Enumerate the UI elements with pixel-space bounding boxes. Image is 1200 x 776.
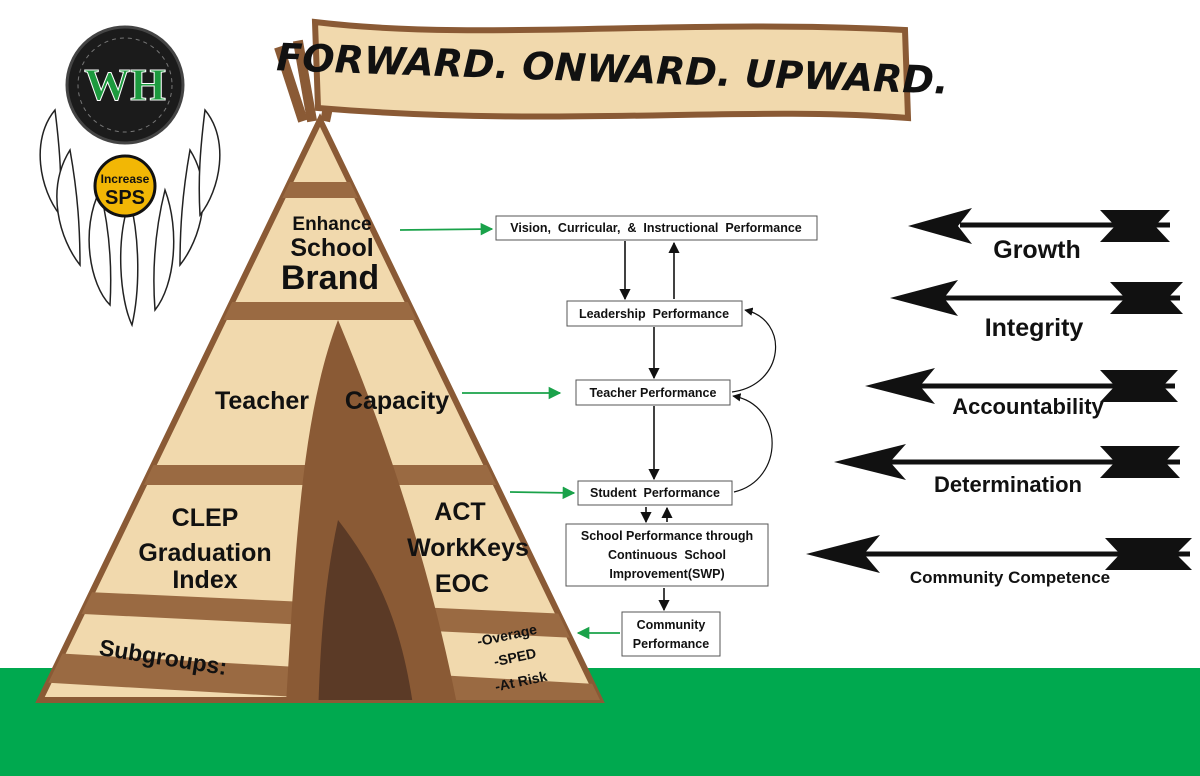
arrowhead-icon — [865, 368, 935, 404]
box-community-line2: Performance — [633, 637, 709, 651]
badge-line1: Increase — [101, 172, 150, 186]
value-integrity: Integrity — [985, 314, 1084, 342]
box-vision-label: Vision, Curricular, & Instructional Perf… — [510, 221, 802, 235]
flow-chart: Vision, Curricular, & Instructional Perf… — [399, 215, 818, 657]
top-line1: Enhance — [292, 214, 371, 235]
box-student-label: Student Performance — [590, 486, 720, 500]
value-accountability: Accountability — [952, 394, 1104, 419]
box-teacher: Teacher Performance — [575, 379, 731, 406]
box-school-line2: Continuous School — [608, 548, 726, 562]
value-community-competence: Community Competence — [910, 568, 1110, 587]
low-left-2: Graduation — [138, 539, 271, 567]
arrowhead-icon — [806, 535, 880, 573]
top-line3: Brand — [281, 259, 379, 297]
mid-right: Capacity — [345, 387, 449, 415]
arrow-community-competence: Community Competence — [806, 535, 1192, 587]
arrow-growth: Growth — [908, 208, 1170, 264]
box-teacher-label: Teacher Performance — [590, 386, 717, 400]
low-right-3: EOC — [435, 570, 489, 598]
fletching-icon — [1100, 210, 1170, 242]
top-line2: School — [290, 234, 373, 262]
fletching-icon — [1100, 370, 1178, 402]
box-leadership: Leadership Performance — [566, 300, 743, 327]
box-community-line1: Community — [637, 618, 706, 632]
value-arrows: Growth Integrity Accountability Determin… — [806, 208, 1192, 587]
feather-icon — [39, 108, 221, 328]
low-left-1: CLEP — [172, 504, 239, 532]
logo-dreamcatcher: WH Increase SPS — [39, 25, 221, 328]
box-community: Community Performance — [621, 611, 721, 657]
box-school-line3: Improvement(SWP) — [609, 567, 724, 581]
value-growth: Growth — [993, 236, 1081, 264]
curve-student-to-teacher — [732, 393, 773, 493]
arrowhead-icon — [908, 208, 972, 244]
box-school: School Performance through Continuous Sc… — [565, 523, 769, 587]
low-right-1: ACT — [434, 498, 485, 526]
banner-ribbon — [311, 18, 912, 122]
fletching-icon — [1100, 446, 1180, 478]
arrow-determination: Determination — [834, 444, 1180, 497]
box-student: Student Performance — [577, 480, 733, 506]
low-left-3: Index — [172, 566, 237, 594]
green-arrow-tests — [509, 486, 576, 500]
badge-line2: SPS — [105, 187, 145, 209]
green-arrow-brand — [399, 222, 494, 236]
sps-badge — [93, 154, 157, 218]
low-right-2: WorkKeys — [407, 534, 529, 562]
logo-letters: WH — [84, 59, 166, 110]
banner: FORWARD. ONWARD. UPWARD. — [274, 18, 949, 123]
box-school-line1: School Performance through — [581, 529, 753, 543]
box-vision: Vision, Curricular, & Instructional Perf… — [495, 215, 818, 241]
fletching-icon — [1110, 282, 1183, 314]
arrow-integrity: Integrity — [890, 280, 1183, 342]
mid-left: Teacher — [215, 387, 309, 415]
arrowhead-icon — [890, 280, 958, 316]
fletching-icon — [1105, 538, 1192, 570]
arrow-accountability: Accountability — [865, 368, 1178, 419]
box-leadership-label: Leadership Performance — [579, 307, 729, 321]
curve-teacher-to-leadership — [731, 307, 777, 393]
value-determination: Determination — [934, 472, 1082, 497]
arrowhead-icon — [834, 444, 906, 480]
